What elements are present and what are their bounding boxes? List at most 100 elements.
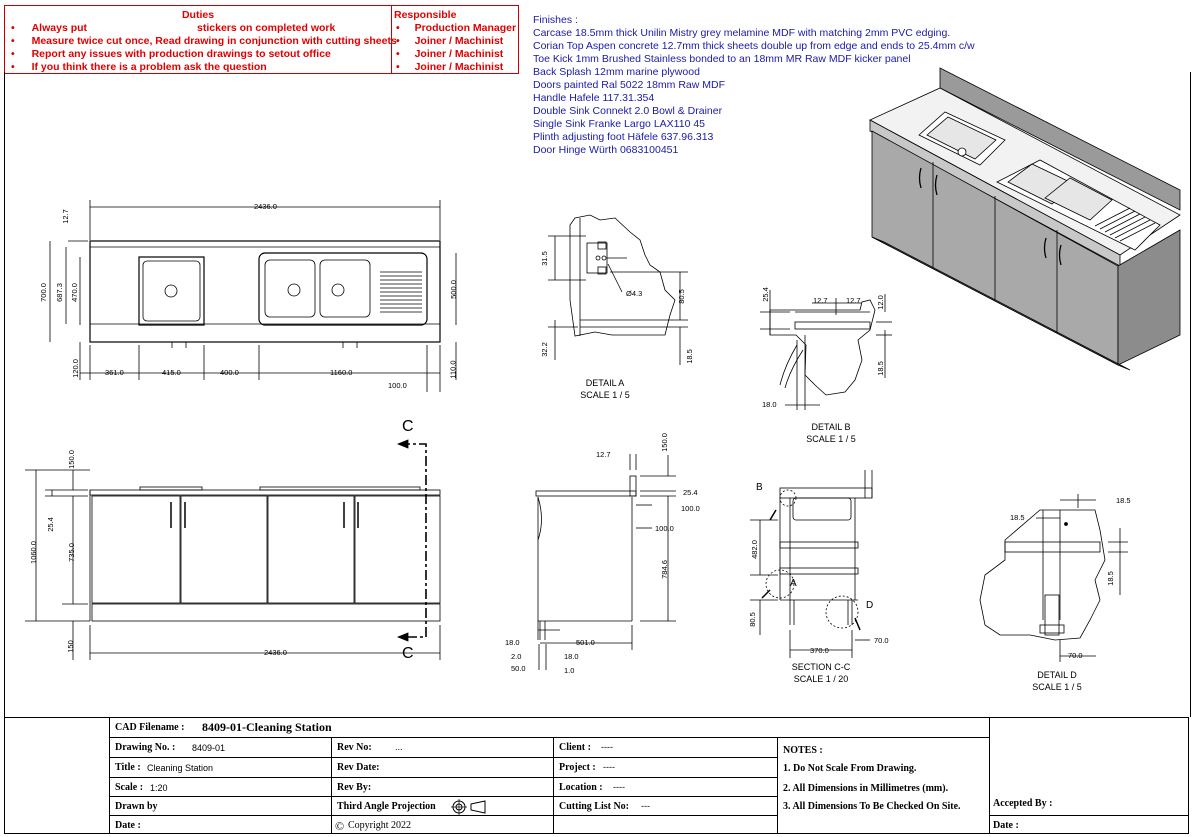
detail-a-dim-hole: Ø4.3	[626, 289, 643, 298]
side-dim-784: 784.6	[659, 560, 669, 579]
detail-b-dim-18-5: 18.5	[875, 361, 885, 376]
note-item: 2. All Dimensions in Millimetres (mm).	[783, 783, 949, 794]
front-dim-150: 150.0	[66, 450, 76, 469]
cutting-list-label: Cutting List No:	[559, 801, 630, 812]
detail-d-dim-a: 18.5	[1116, 496, 1131, 505]
duty-item: • Measure twice cut once, Read drawing i…	[11, 35, 397, 47]
side-dim-50: 50.0	[511, 664, 526, 673]
finish-line: Doors painted Ral 5022 18mm Raw MDF	[533, 79, 725, 91]
plan-view	[49, 200, 457, 392]
plan-dim-overall: 2436.0	[254, 202, 277, 211]
responsible-item: • Joiner / Machinist	[396, 35, 504, 47]
drawing-no-label: Drawing No. :	[115, 742, 176, 753]
finishes-notes: Finishes : Carcase 18.5mm thick Unilin M…	[533, 14, 993, 157]
cutting-list-value: ---	[641, 801, 650, 811]
front-dim-735: 735.0	[66, 543, 76, 562]
section-c-label-a: A	[790, 578, 797, 589]
section-marker-bottom: C	[402, 645, 414, 662]
rev-by-label: Rev By:	[337, 782, 372, 793]
detail-d-dim-b: 18.5	[1010, 513, 1025, 522]
finishes-header: Finishes :	[533, 14, 578, 26]
section-c-dim-370: 370.0	[810, 646, 829, 655]
plan-dim-100: 100.0	[388, 381, 407, 390]
side-dim-12-7: 12.7	[596, 450, 611, 459]
detail-b-dim-12: 12.0	[875, 295, 885, 310]
section-c-title: SECTION C-C	[791, 662, 851, 672]
responsible-header: Responsible	[394, 9, 457, 21]
detail-a-scale: SCALE 1 / 5	[580, 390, 630, 400]
detail-a-dim-18: 18.5	[684, 349, 694, 364]
detail-b	[760, 290, 892, 410]
cad-filename-label: CAD Filename :	[115, 722, 185, 733]
title-value: Cleaning Station	[147, 763, 214, 773]
front-view	[25, 439, 441, 660]
detail-d-title: DETAIL D	[1037, 670, 1077, 680]
side-dim-501: 501.0	[576, 638, 595, 647]
location-value: ----	[613, 782, 625, 792]
detail-a	[548, 214, 688, 365]
finish-line: Back Splash 12mm marine plywood	[533, 66, 700, 78]
detail-d-dim-70: 70.0	[1068, 651, 1083, 660]
finish-line: Plinth adjusting foot Häfele 637.96.313	[533, 131, 714, 143]
front-dim-25: 25.4	[45, 517, 55, 532]
plan-dim-110: 110.0	[448, 360, 458, 379]
detail-b-title: DETAIL B	[811, 422, 851, 432]
section-c-label-b: B	[756, 482, 763, 493]
side-dim-100b: 100.0	[655, 524, 674, 533]
detail-b-dim-25: 25.4	[760, 287, 770, 302]
rev-no-value: ...	[395, 742, 403, 752]
front-dim-150b: 150	[65, 640, 75, 653]
side-dim-150: 150.0	[659, 433, 669, 452]
front-dim-1060: 1060.0	[28, 541, 38, 564]
copyright-icon: ©	[335, 819, 345, 833]
detail-b-dim-12a: 12.7	[813, 296, 828, 305]
location-label: Location :	[559, 782, 603, 793]
plan-dim-687: 687.3	[54, 283, 64, 302]
responsible-item: • Production Manager	[396, 22, 517, 34]
plan-dim-12-7: 12.7	[60, 209, 70, 224]
responsible-table: Responsible • Production Manager • Joine…	[390, 5, 519, 74]
project-value: ----	[603, 762, 615, 772]
section-c-label-d: D	[866, 600, 874, 611]
detail-d	[979, 494, 1128, 662]
scale-label: Scale :	[115, 782, 144, 793]
plan-dim-120: 120.0	[70, 359, 80, 378]
duties-header: Duties	[181, 9, 215, 21]
plan-dim-361: 361.0	[105, 368, 124, 377]
detail-a-title: DETAIL A	[585, 378, 625, 388]
cad-filename-value: 8409-01-Cleaning Station	[202, 720, 332, 734]
side-dim-18: 18.0	[505, 638, 520, 647]
responsible-item: • Joiner / Machinist	[396, 48, 504, 60]
title-block: CAD Filename : 8409-01-Cleaning Station …	[4, 717, 1189, 834]
finish-line: Carcase 18.5mm thick Unilin Mistry grey …	[533, 27, 951, 39]
side-dim-25: 25.4	[683, 488, 698, 497]
detail-d-scale: SCALE 1 / 5	[1032, 682, 1082, 692]
drawn-by-label: Drawn by	[115, 801, 158, 812]
detail-a-dim-32: 32.2	[539, 342, 549, 357]
rev-no-label: Rev No:	[337, 742, 372, 753]
note-item: 3. All Dimensions To Be Checked On Site.	[783, 801, 961, 812]
front-dim-overall: 2436.0	[264, 648, 287, 657]
section-marker-top: C	[402, 418, 414, 435]
side-dim-2: 2.0	[511, 652, 522, 661]
notes-header: NOTES :	[783, 745, 823, 756]
drawing-no-value: 8409-01	[192, 743, 226, 753]
single-sink	[138, 256, 205, 326]
detail-a-dim-80: 80.5	[676, 289, 686, 304]
note-item: 1. Do Not Scale From Drawing.	[783, 763, 917, 774]
drawing-frame	[4, 72, 1191, 717]
side-dim-1: 1.0	[564, 666, 575, 675]
plan-dim-470: 470.0	[69, 283, 79, 302]
plan-dim-400: 400.0	[220, 368, 239, 377]
detail-b-dim-18: 18.0	[762, 400, 777, 409]
section-c-dim-70: 70.0	[874, 636, 889, 645]
responsible-item: • Joiner / Machinist	[396, 61, 504, 73]
duty-item: • Report any issues with production draw…	[11, 48, 331, 60]
section-c-dim-482: 482.0	[749, 540, 759, 559]
drawing-canvas	[25, 67, 1181, 670]
accepted-date-label: Date :	[993, 820, 1019, 831]
copyright-text: Copyright 2022	[348, 820, 412, 831]
isometric-view	[869, 67, 1181, 371]
